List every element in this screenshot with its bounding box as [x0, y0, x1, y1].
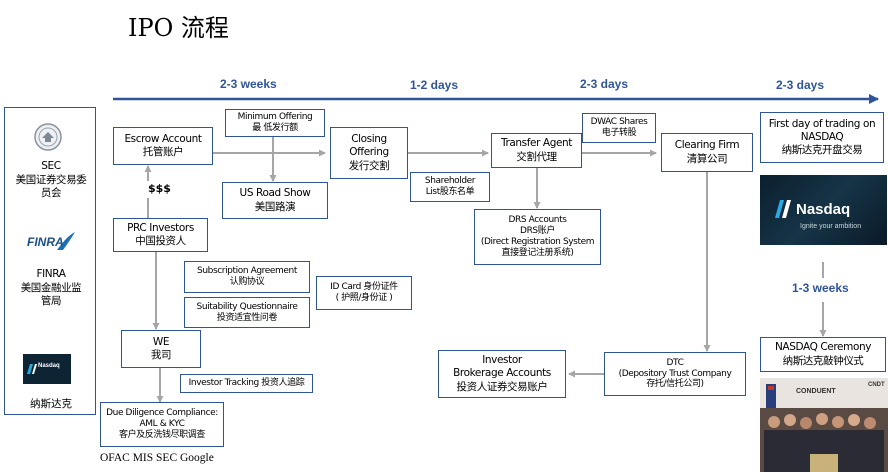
us-road-show-box: US Road Show 美国路演	[222, 182, 328, 219]
closing-offering-text: 发行交割	[348, 159, 390, 172]
escrow-account-text: 托管账户	[142, 146, 184, 158]
drs-accounts-text: 直接登记注册系统)	[501, 247, 574, 258]
subscription-agreement-text: Subscription Agreement	[197, 266, 297, 277]
subscription-agreement-box: Subscription Agreement 认购协议	[184, 261, 310, 293]
dwac-shares-text: 电子转股	[601, 128, 637, 138]
clearing-firm-box: Clearing Firm 清算公司	[661, 133, 753, 172]
dtc-text: DTC	[666, 357, 684, 368]
prc-investors-box: PRC Investors 中国投资人	[113, 218, 208, 252]
timeline-label-3: 2-3 days	[580, 77, 629, 91]
dtc-text: (Depository Trust Company	[618, 368, 732, 379]
nasdaq-mini-logo-text: Nasdaq	[38, 363, 60, 369]
nasdaq-banner-image: Nasdaq Ignite your ambition	[760, 175, 887, 245]
us-road-show-text: 美国路演	[254, 200, 296, 213]
clearing-firm-text: Clearing Firm	[674, 139, 740, 152]
sec-label: SEC 美国证券交易委 员会	[5, 160, 97, 201]
nasdaq-banner-brand: Nasdaq	[796, 201, 851, 218]
we-text: WE	[152, 335, 170, 348]
investor-brokerage-text: 投资人证券交易账户	[456, 380, 548, 393]
we-box: WE 我司	[121, 330, 201, 368]
closing-offering-text: Closing	[351, 133, 387, 146]
investor-brokerage-text: Investor	[482, 354, 522, 367]
prc-investors-text: PRC Investors	[127, 221, 194, 234]
id-card-text: ( 护照/身份证 )	[335, 293, 393, 303]
dtc-text: 存托/信托公司)	[646, 379, 704, 390]
timeline-label-4: 2-3 days	[776, 78, 825, 92]
investor-tracking-box: Investor Tracking 投资人追踪	[180, 374, 313, 393]
minimum-offering-text: Minimum Offering	[237, 112, 313, 123]
closing-offering-text: Offering	[349, 146, 389, 159]
prc-investors-text: 中国投资人	[135, 235, 186, 247]
escrow-account-box: Escrow Account 托管账户	[113, 127, 213, 165]
due-diligence-text: Due Diligence Compliance:	[106, 408, 218, 419]
finra-label: FINRA 美国金融业监 管局	[5, 268, 97, 309]
finra-label-line: FINRA	[36, 268, 66, 280]
finra-swoosh-icon	[57, 232, 75, 250]
dwac-shares-text: DWAC Shares	[590, 117, 648, 128]
suitability-questionnaire-text: 投资适宜性问卷	[216, 312, 278, 323]
dwac-shares-box: DWAC Shares 电子转股	[582, 113, 656, 143]
subscription-agreement-text: 认购协议	[229, 277, 265, 287]
first-day-trading-box: First day of trading on NASDAQ 纳斯达克开盘交易	[760, 112, 884, 163]
first-day-trading-text: NASDAQ	[800, 130, 844, 143]
transfer-agent-text: Transfer Agent	[500, 137, 573, 150]
shareholder-list-text: List股东名单	[425, 187, 475, 197]
drs-accounts-text: DRS Accounts	[508, 215, 567, 226]
due-diligence-text: AML & KYC	[139, 419, 185, 430]
one-three-weeks-label: 1-3 weeks	[792, 281, 849, 295]
transfer-agent-text: 交割代理	[516, 150, 557, 163]
id-card-text: ID Card 身份证件	[330, 282, 398, 293]
minimum-offering-box: Minimum Offering 最 低发行额	[225, 109, 325, 137]
minimum-offering-text: 最 低发行额	[252, 123, 298, 133]
drs-accounts-text: DRS账户	[520, 226, 555, 237]
due-diligence-box: Due Diligence Compliance: AML & KYC 客户及反…	[100, 402, 224, 447]
bell-ceremony-photo: CONDUENT CNDT	[760, 378, 888, 472]
photo-banner-right: CNDT	[868, 382, 885, 388]
photo-banner-left: CONDUENT	[796, 388, 836, 395]
id-card-box: ID Card 身份证件 ( 护照/身份证 )	[316, 276, 412, 310]
first-day-trading-text: 纳斯达克开盘交易	[781, 144, 863, 157]
closing-offering-box: Closing Offering 发行交割	[330, 127, 408, 179]
nasdaq-mark-icon	[27, 364, 37, 374]
drs-accounts-box: DRS Accounts DRS账户 (Direct Registration …	[474, 209, 601, 265]
sec-label-line: SEC	[41, 160, 61, 172]
regulators-panel: SEC 美国证券交易委 员会 FINRA FINRA 美国金融业监 管局 Nas…	[4, 107, 96, 415]
ceremony-crowd-illustration	[760, 378, 888, 472]
due-diligence-text: 客户及反洗钱尽职调查	[118, 429, 205, 440]
clearing-firm-text: 清算公司	[686, 152, 728, 165]
finra-logo: FINRA	[27, 230, 77, 252]
nasdaq-mark-icon	[775, 200, 791, 218]
nasdaq-ceremony-box: NASDAQ Ceremony 纳斯达克敲钟仪式	[760, 337, 886, 372]
nasdaq-ceremony-text: 纳斯达克敲钟仪式	[782, 354, 864, 367]
sec-label-line: 员会	[40, 187, 62, 200]
escrow-account-text: Escrow Account	[124, 132, 202, 145]
sec-seal-icon	[34, 123, 62, 151]
timeline-label-1: 2-3 weeks	[220, 77, 277, 91]
suitability-questionnaire-box: Suitability Questionnaire 投资适宜性问卷	[184, 297, 310, 328]
transfer-agent-box: Transfer Agent 交割代理	[491, 133, 582, 168]
investor-brokerage-box: Investor Brokerage Accounts 投资人证券交易账户	[438, 350, 566, 398]
finra-logo-text: FINRA	[27, 235, 64, 249]
investor-tracking-text: Investor Tracking 投资人追踪	[188, 378, 305, 389]
investor-brokerage-text: Brokerage Accounts	[453, 367, 551, 380]
nasdaq-label: 纳斯达克	[30, 398, 72, 410]
first-day-trading-text: First day of trading on	[768, 117, 876, 130]
suitability-questionnaire-text: Suitability Questionnaire	[196, 301, 298, 312]
shareholder-list-box: Shareholder List股东名单	[410, 172, 490, 202]
shareholder-list-text: Shareholder	[424, 176, 476, 187]
nasdaq-ceremony-text: NASDAQ Ceremony	[774, 341, 872, 354]
timeline-label-2: 1-2 days	[410, 78, 459, 92]
we-text: 我司	[150, 349, 172, 361]
nasdaq-mini-logo: Nasdaq	[23, 354, 71, 384]
us-road-show-text: US Road Show	[239, 187, 311, 200]
finra-label-line: 美国金融业监	[20, 281, 82, 294]
dtc-box: DTC (Depository Trust Company 存托/信托公司)	[604, 352, 746, 396]
finra-label-line: 管局	[40, 295, 62, 308]
drs-accounts-text: (Direct Registration System	[480, 237, 595, 247]
sec-label-line: 美国证券交易委	[15, 173, 87, 186]
page-title: IPO 流程	[128, 14, 229, 42]
dollars-label: $$$	[148, 182, 171, 195]
footer-note: OFAC MIS SEC Google	[100, 452, 214, 464]
nasdaq-banner-tagline: Ignite your ambition	[800, 223, 862, 230]
